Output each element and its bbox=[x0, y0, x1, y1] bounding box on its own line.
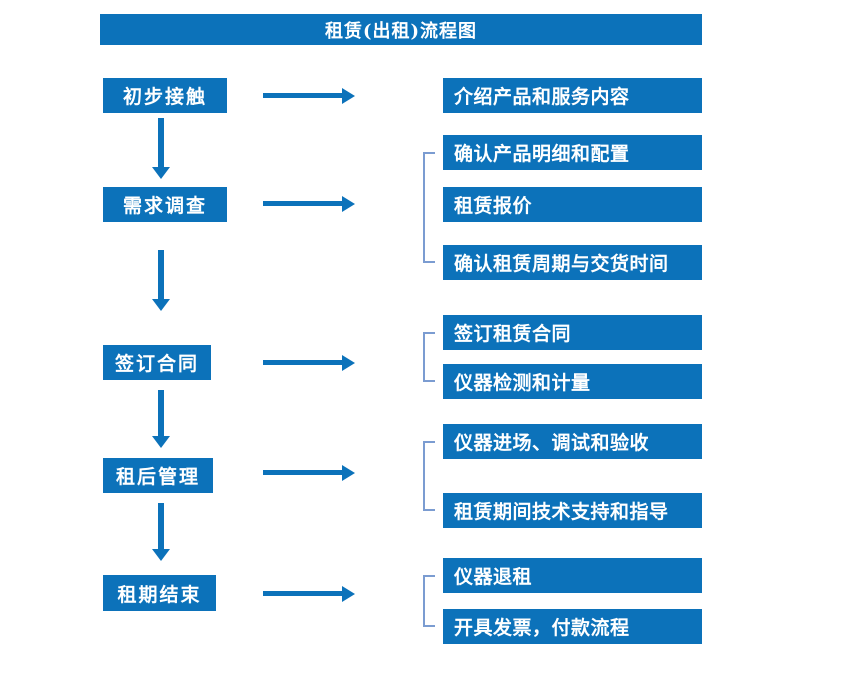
detail-instrument-inspection: 仪器检测和计量 bbox=[443, 364, 702, 399]
detail-invoice-payment: 开具发票，付款流程 bbox=[443, 609, 702, 644]
group-bracket-4 bbox=[423, 575, 435, 627]
detail-rental-quotation: 租赁报价 bbox=[443, 187, 702, 222]
detail-confirm-period-delivery: 确认租赁周期与交货时间 bbox=[443, 245, 702, 280]
down-arrow-3 bbox=[158, 390, 164, 436]
stage-post-rental-management: 租后管理 bbox=[103, 458, 213, 493]
right-arrow-4 bbox=[263, 470, 342, 475]
right-arrow-5 bbox=[263, 591, 342, 596]
detail-instrument-return: 仪器退租 bbox=[443, 558, 702, 593]
group-bracket-3 bbox=[423, 441, 435, 511]
detail-technical-support: 租赁期间技术支持和指导 bbox=[443, 493, 702, 528]
diagram-title: 租赁(出租)流程图 bbox=[100, 14, 702, 45]
down-arrow-2 bbox=[158, 250, 164, 299]
down-arrow-4 bbox=[158, 503, 164, 549]
down-arrow-1 bbox=[158, 118, 164, 167]
detail-sign-rental-contract: 签订租赁合同 bbox=[443, 315, 702, 350]
right-arrow-3 bbox=[263, 360, 342, 365]
stage-demand-survey: 需求调查 bbox=[103, 187, 227, 222]
detail-introduce-products: 介绍产品和服务内容 bbox=[443, 78, 702, 113]
group-bracket-1 bbox=[423, 152, 435, 263]
right-arrow-1 bbox=[263, 93, 342, 98]
stage-rental-end: 租期结束 bbox=[103, 575, 216, 611]
detail-instrument-setup-acceptance: 仪器进场、调试和验收 bbox=[443, 424, 702, 459]
detail-confirm-product-config: 确认产品明细和配置 bbox=[443, 135, 702, 170]
stage-initial-contact: 初步接触 bbox=[103, 78, 227, 113]
group-bracket-2 bbox=[423, 332, 435, 382]
stage-sign-contract: 签订合同 bbox=[103, 345, 211, 380]
right-arrow-2 bbox=[263, 201, 342, 206]
